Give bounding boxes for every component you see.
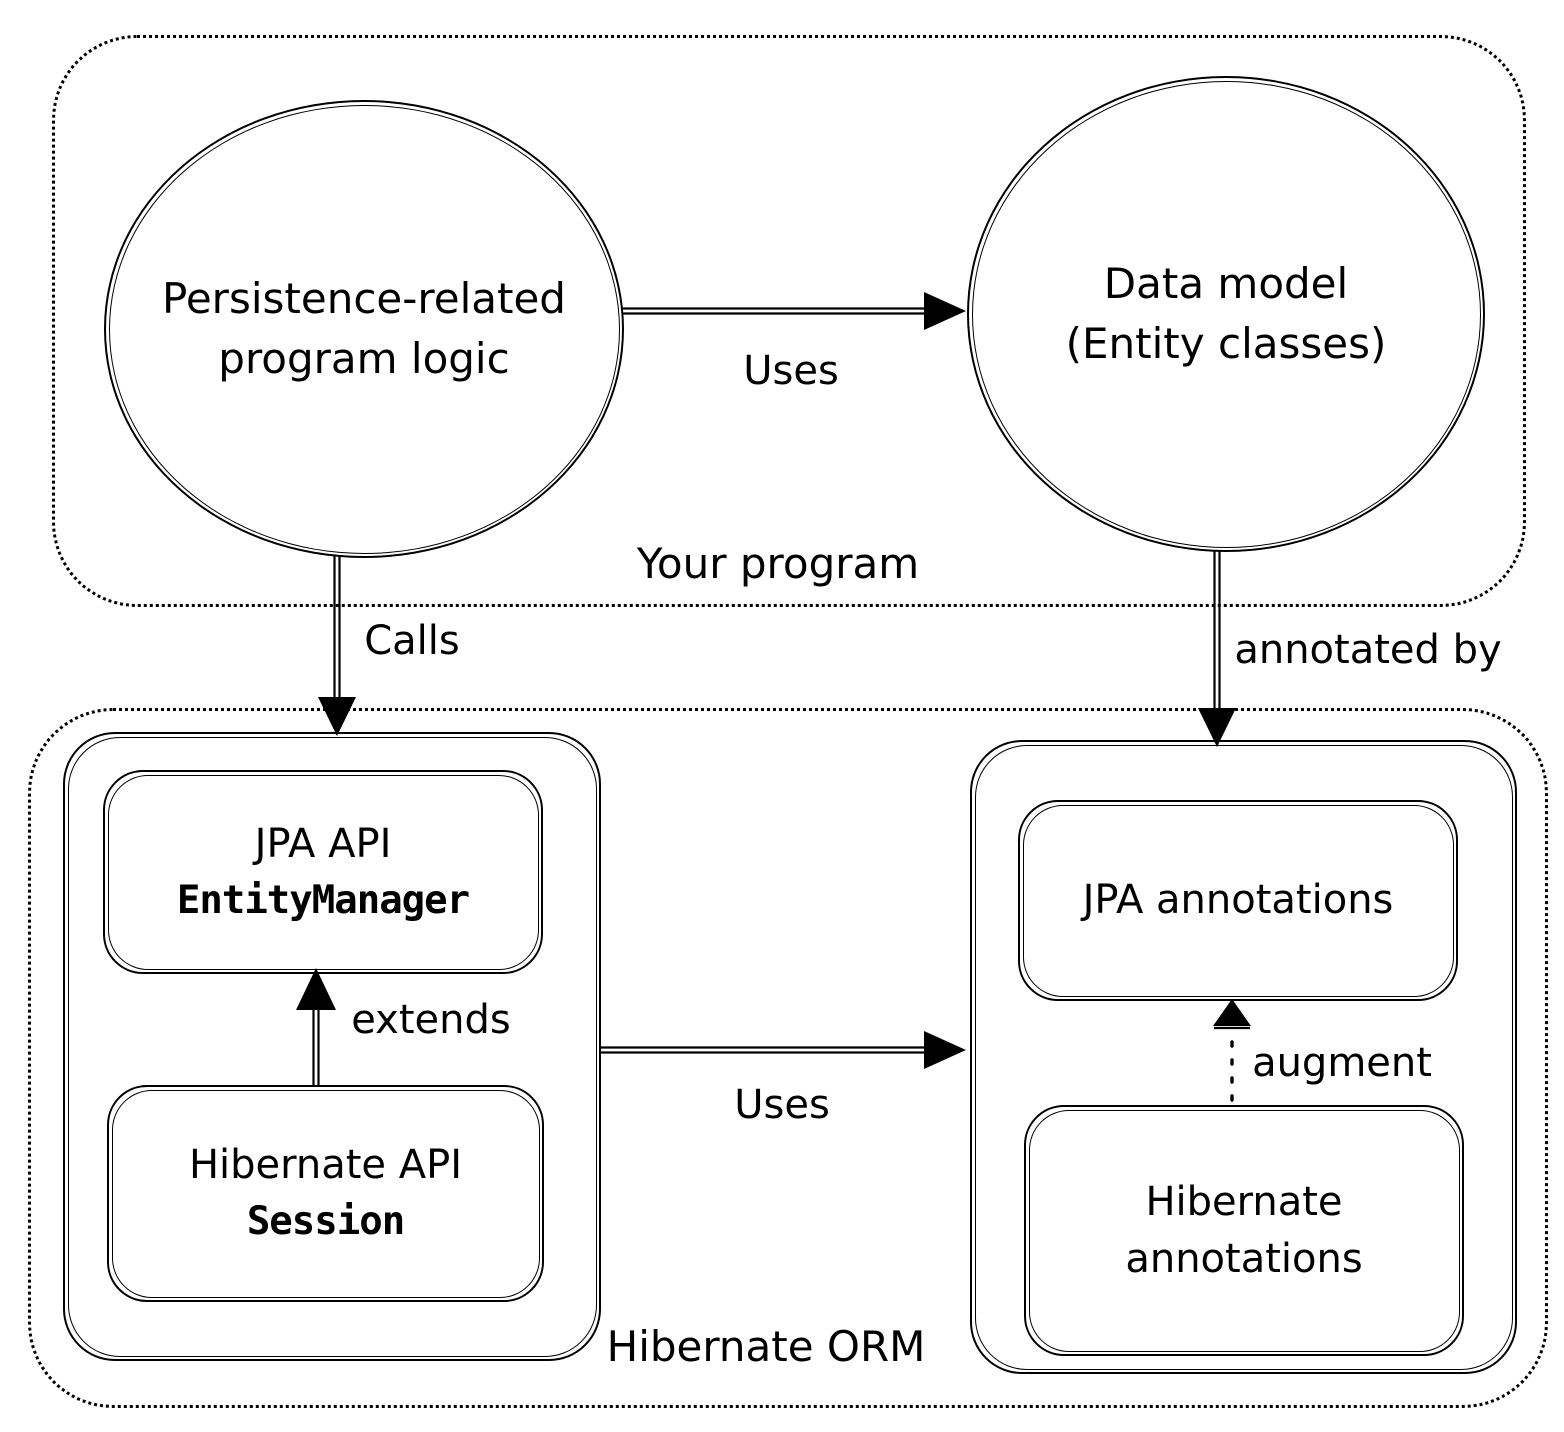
uses-top-edge-label: Uses <box>743 348 839 394</box>
hibernate-orm-zone <box>28 708 1548 1408</box>
hibernate-annotations-node: Hibernate annotations <box>1024 1105 1464 1356</box>
jpa-api-node: JPA API EntityManager <box>103 770 543 974</box>
persistence-logic-label-line1: Persistence-related <box>162 274 566 324</box>
jpa-annotations-node: JPA annotations <box>1018 800 1458 1001</box>
data-model-label-line1: Data model <box>1103 259 1349 309</box>
augment-edge-label: augment <box>1252 1040 1432 1086</box>
extends-edge-label: extends <box>351 997 511 1043</box>
uses-bottom-edge-label: Uses <box>734 1082 830 1128</box>
hibernate-annotations-label-line2: annotations <box>1125 1235 1363 1282</box>
data-model-label-line2: (Entity classes) <box>1065 319 1387 368</box>
calls-edge-label: Calls <box>364 618 460 664</box>
data-model-node: Data model (Entity classes) <box>967 76 1485 552</box>
jpa-api-subtitle: EntityManager <box>176 877 470 923</box>
jpa-annotations-label: JPA annotations <box>1082 877 1394 924</box>
jpa-api-title: JPA API <box>254 820 392 867</box>
hibernate-api-title: Hibernate API <box>188 1142 463 1189</box>
hibernate-annotations-label-line1: Hibernate <box>1145 1178 1343 1225</box>
persistence-logic-node: Persistence-related program logic <box>104 100 624 558</box>
persistence-logic-label-line2: program logic <box>218 334 510 383</box>
annotated-by-edge-label: annotated by <box>1234 627 1502 673</box>
hibernate-orm-zone-label: Hibernate ORM <box>606 1322 926 1371</box>
hibernate-api-node: Hibernate API Session <box>107 1085 544 1302</box>
your-program-zone <box>52 35 1526 607</box>
your-program-zone-label: Your program <box>636 539 920 588</box>
hibernate-api-subtitle: Session <box>246 1199 405 1245</box>
